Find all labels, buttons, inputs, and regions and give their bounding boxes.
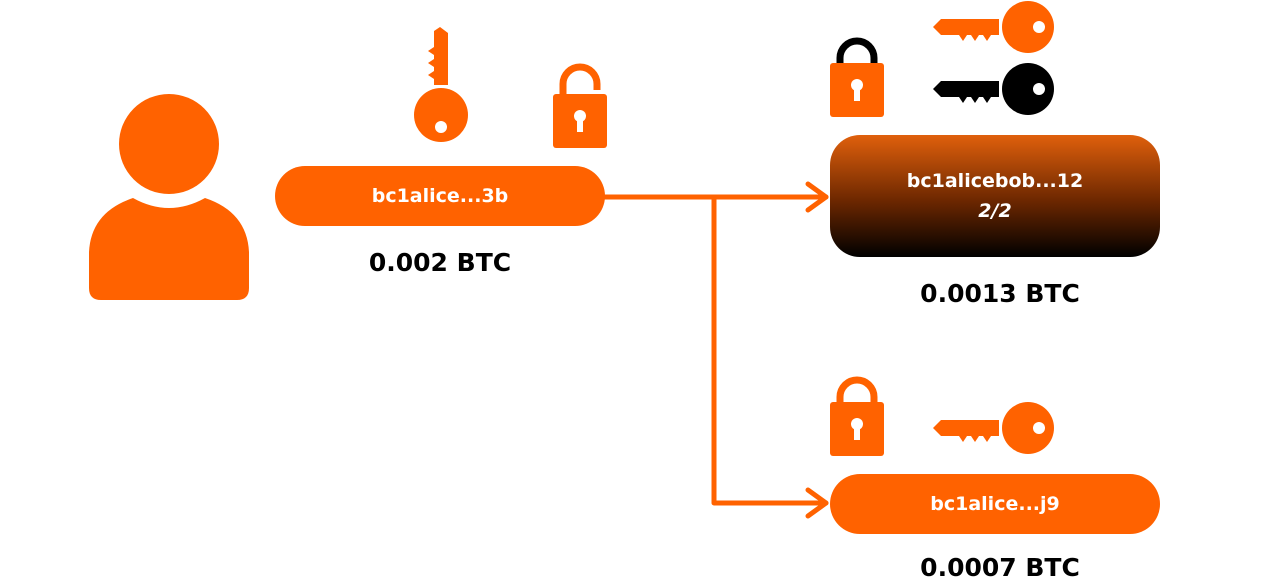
user-icon (89, 94, 249, 300)
multisig-address-pill: bc1alicebob...12 2/2 (830, 135, 1160, 257)
key-icon (933, 63, 1054, 115)
arrow-head-change (805, 487, 829, 519)
arrow-head-multisig (805, 181, 829, 213)
source-address: bc1alice...3b (371, 185, 509, 207)
lock-icon (830, 376, 884, 456)
source-amount: 0.002 BTC (368, 248, 512, 277)
key-icon (933, 402, 1054, 454)
lock-open-icon (553, 63, 607, 148)
key-icon (414, 27, 468, 142)
key-icon (933, 1, 1054, 53)
change-address: bc1alice...j9 (930, 493, 1060, 515)
multisig-address: bc1alicebob...12 (906, 170, 1084, 192)
arrow-to-change-output (711, 194, 829, 506)
source-address-pill: bc1alice...3b (275, 166, 605, 226)
lock-icon (830, 37, 884, 117)
change-amount: 0.0007 BTC (920, 553, 1080, 582)
multisig-amount: 0.0013 BTC (920, 279, 1080, 308)
change-address-pill: bc1alice...j9 (830, 474, 1160, 534)
multisig-threshold: 2/2 (978, 200, 1012, 222)
